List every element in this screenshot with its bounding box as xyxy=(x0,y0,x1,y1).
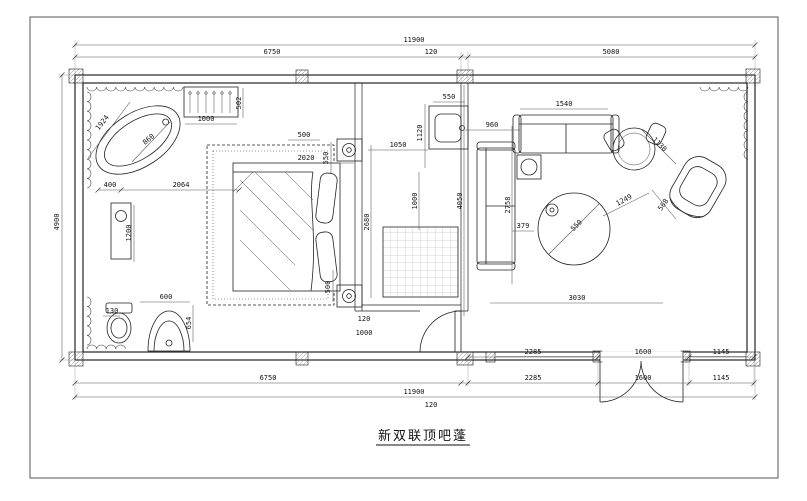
bed xyxy=(232,162,341,292)
dim-label: 1200 xyxy=(125,225,133,242)
dim-label: 1000 xyxy=(356,329,373,337)
drawing-title: 新双联顶吧蓬 xyxy=(376,428,470,446)
nightstand-bottom xyxy=(336,284,363,308)
wall-columns xyxy=(68,68,761,367)
bathtub xyxy=(95,105,181,175)
dim-label: 960 xyxy=(486,121,499,129)
dim-label: 550 xyxy=(322,152,330,165)
dim-label: 120 xyxy=(358,315,371,323)
dim-label: 568 xyxy=(656,197,670,212)
dim-label: 4900 xyxy=(53,214,61,231)
side-table xyxy=(110,202,132,260)
dim-label: 1000 xyxy=(198,115,215,123)
dim-label: 1600 xyxy=(635,374,652,382)
dim-label: 130 xyxy=(106,307,119,315)
interior-door xyxy=(419,310,462,353)
dim-label: 120 xyxy=(425,48,438,56)
dim-label: 11900 xyxy=(403,36,424,44)
pillow xyxy=(315,231,338,283)
dim-label: 500 xyxy=(324,281,332,294)
dim-label: 1924 xyxy=(94,114,111,132)
entry-double-door xyxy=(599,351,684,403)
corner-table xyxy=(516,154,542,180)
dim-label: 1120 xyxy=(416,125,424,142)
dim-label: 3030 xyxy=(569,294,586,302)
dim-label: 6750 xyxy=(264,48,281,56)
vanity-sink xyxy=(428,105,469,150)
dim-label: 860 xyxy=(141,132,156,146)
dim-label: 600 xyxy=(160,293,173,301)
dim-label: 1050 xyxy=(390,141,407,149)
sofa-left xyxy=(476,141,516,271)
walls xyxy=(74,74,756,361)
dim-label: 502 xyxy=(235,97,243,110)
wardrobe xyxy=(183,86,239,118)
dim-label: 654 xyxy=(185,317,193,330)
dim-label: 1600 xyxy=(635,348,652,356)
coffee-table xyxy=(537,192,611,266)
dim-label: 2758 xyxy=(504,197,512,214)
dimension-labels: 11900 6750 120 5080 4900 2285 1600 1145 … xyxy=(53,36,729,409)
dim-label: 1145 xyxy=(713,348,730,356)
dim-label: 550 xyxy=(569,218,584,233)
lounge-chair xyxy=(669,156,727,219)
dim-label: 2680 xyxy=(363,214,371,231)
dim-label: 500 xyxy=(298,131,311,139)
dim-label: 5080 xyxy=(603,48,620,56)
dim-label: 1130 xyxy=(651,136,669,154)
dim-label: 120 xyxy=(425,401,438,409)
dim-label: 2285 xyxy=(525,348,542,356)
sofa-top xyxy=(512,114,620,154)
corner-basin xyxy=(147,310,191,352)
shower-tiled-floor xyxy=(382,226,459,298)
chair xyxy=(603,128,625,152)
dim-label: 400 xyxy=(104,181,117,189)
dim-label: 2064 xyxy=(173,181,190,189)
dim-label: 1145 xyxy=(713,374,730,382)
dim-label: 1540 xyxy=(556,100,573,108)
dim-label: 550 xyxy=(443,93,456,101)
chair xyxy=(645,122,667,146)
dim-label: 6750 xyxy=(260,374,277,382)
dim-label: 2285 xyxy=(525,374,542,382)
dim-label: 1000 xyxy=(411,193,419,210)
dim-label: 4050 xyxy=(456,193,464,210)
drawing-title-text: 新双联顶吧蓬 xyxy=(378,428,468,444)
toilet xyxy=(105,302,133,344)
dim-label: 2020 xyxy=(298,154,315,162)
pillow xyxy=(315,172,338,224)
curtain-scallops xyxy=(86,86,749,350)
nightstand-top xyxy=(336,138,363,162)
dim-label: 11900 xyxy=(403,388,424,396)
dim-label: 379 xyxy=(517,222,530,230)
dimension-lines xyxy=(58,40,758,400)
page-border xyxy=(29,16,779,479)
dining-table xyxy=(603,122,667,171)
